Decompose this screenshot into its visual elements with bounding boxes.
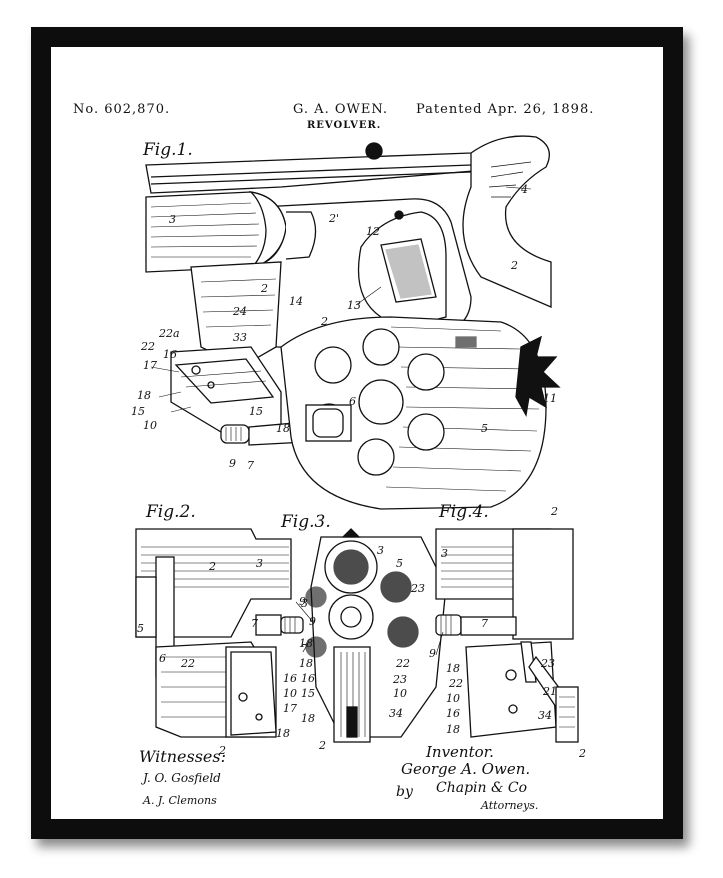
fig2-drawing (135, 528, 304, 738)
ref-23-fig3b: 23 (392, 673, 407, 686)
ref-2-fig4b: 2 (578, 747, 586, 760)
fig1-label: Fig.1. (142, 140, 193, 160)
inventor-name: George A. Owen. (401, 760, 531, 778)
ref-7-fig2: 7 (251, 617, 258, 630)
patent-date: Patented Apr. 26, 1898. (416, 102, 595, 117)
ref-10-fig4: 10 (446, 692, 460, 705)
ref-3-fig3: 3 (377, 544, 384, 557)
witnesses-label: Witnesses: (139, 747, 226, 766)
fig3-label: Fig.3. (280, 512, 331, 532)
ref-17-fig2: 17 (283, 702, 297, 715)
ref-18-fig4: 18 (446, 662, 460, 675)
ref-24: 24 (232, 305, 247, 318)
by-label: by (396, 784, 413, 800)
ref-23-fig3: 23 (410, 582, 425, 595)
ref-22a: 22a (158, 327, 180, 340)
ref-18-fig2b: 18 (276, 727, 290, 740)
ref-2-fig3: 2 (318, 739, 326, 752)
ref-16-fig2: 16 (283, 672, 297, 685)
ref-2-c: 2 (260, 282, 268, 295)
ref-22-fig4: 22 (448, 677, 463, 690)
ref-5-fig1: 5 (481, 422, 488, 435)
fig3-drawing (305, 528, 447, 743)
ref-3-fig1: 3 (169, 213, 176, 226)
fig4-label: Fig.4. (438, 502, 489, 522)
fig4-drawing (435, 528, 579, 743)
ref-34-fig4: 34 (538, 709, 552, 722)
ref-6-fig2: 6 (159, 652, 166, 665)
inventor-header: G. A. OWEN. (293, 102, 389, 117)
ref-10-fig2: 10 (283, 687, 297, 700)
ref-15-b: 15 (249, 405, 263, 418)
witness-2-signature: A. J. Clemons (143, 794, 217, 807)
ref-10-fig3: 10 (393, 687, 407, 700)
ref-2-fig4: 2 (550, 505, 558, 518)
ref-34-fig3: 34 (389, 707, 403, 720)
ref-11: 11 (543, 392, 557, 405)
ref-16-fig1: 16 (163, 348, 177, 361)
ref-9-fig1: 9 (229, 457, 236, 470)
inventor-label: Inventor. (426, 743, 494, 761)
ref-17-fig1: 17 (143, 359, 157, 372)
patent-subject: REVOLVER. (307, 120, 382, 131)
ref-13: 13 (347, 299, 361, 312)
ref-16-fig3: 16 (301, 672, 315, 685)
ref-18-fig1: 18 (137, 389, 151, 402)
fig1-drawing (145, 135, 561, 510)
ref-2-d: 2 (320, 315, 328, 328)
ref-18-fig4b: 18 (446, 723, 460, 736)
ref-18-fig3b: 18 (301, 712, 315, 725)
ref-15-fig1: 15 (131, 405, 145, 418)
picture-frame: No. 602,870. G. A. OWEN. Patented Apr. 2… (31, 27, 683, 839)
ref-14: 14 (289, 295, 303, 308)
ref-2-fig2: 2 (208, 560, 216, 573)
ref-18-fig3: 18 (299, 657, 313, 670)
ref-5-fig3: 5 (396, 557, 403, 570)
attorneys-label: Attorneys. (481, 799, 539, 812)
ref-2-b: 2 (510, 259, 518, 272)
ref-15-fig3: 15 (301, 687, 315, 700)
ref-7-fig3: 7 (301, 642, 308, 655)
patent-mat: No. 602,870. G. A. OWEN. Patented Apr. 2… (51, 47, 663, 819)
ref-18-b: 18 (276, 422, 290, 435)
patent-number: No. 602,870. (73, 102, 171, 117)
ref-22-fig2: 22 (180, 657, 195, 670)
ref-7-fig1: 7 (247, 459, 254, 472)
ref-7-fig4: 7 (481, 617, 488, 630)
ref-33: 33 (233, 331, 247, 344)
ref-9-fig2: 9 (299, 595, 306, 608)
ref-21-fig4: 21 (542, 685, 557, 698)
ref-22-fig3: 22 (395, 657, 410, 670)
ref-4: 4 (520, 183, 528, 196)
ref-16-fig4: 16 (446, 707, 460, 720)
ref-9-fig4: 9 (429, 647, 436, 660)
ref-18-fig2: 18 (299, 637, 313, 650)
witness-1-signature: J. O. Gosfield (143, 771, 221, 785)
ref-23-fig4: 23 (540, 657, 555, 670)
ref-22: 22 (140, 340, 155, 353)
ref-12: 12 (366, 225, 380, 238)
ref-3-fig2: 3 (256, 557, 263, 570)
ref-2-a: 2' (328, 212, 339, 225)
patent-drawing: Fig.1. Fig.2. Fig.3. Fig.4. 3 4 2' 2 12 … (131, 135, 586, 760)
ref-3-fig3b: 3 (301, 597, 308, 610)
fig2-label: Fig.2. (145, 502, 196, 522)
ref-10-fig1: 10 (143, 419, 157, 432)
ref-5-fig2: 5 (137, 622, 144, 635)
ref-6-fig1: 6 (349, 395, 356, 408)
ref-3-fig4: 3 (441, 547, 448, 560)
ref-2-fig2b: 2 (218, 744, 226, 757)
attorneys-signature: Chapin & Co (436, 780, 528, 796)
